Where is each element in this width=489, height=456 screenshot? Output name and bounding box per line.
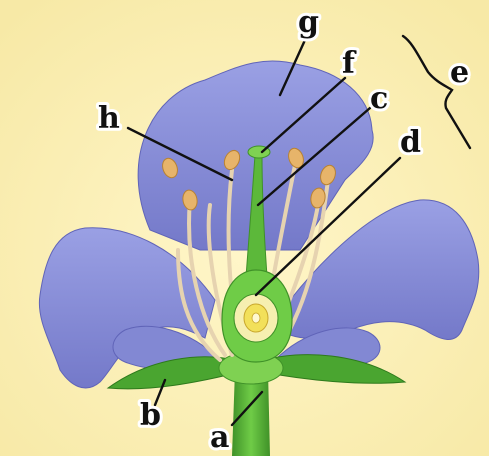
label-a: a bbox=[210, 420, 229, 455]
label-c: c bbox=[370, 81, 388, 116]
label-d: d bbox=[400, 125, 421, 160]
label-g: g bbox=[298, 5, 319, 40]
label-f: f bbox=[342, 46, 357, 81]
label-b: b bbox=[140, 398, 161, 433]
ovule-center bbox=[252, 313, 260, 323]
label-e: e bbox=[450, 55, 469, 90]
label-h: h bbox=[98, 101, 120, 136]
